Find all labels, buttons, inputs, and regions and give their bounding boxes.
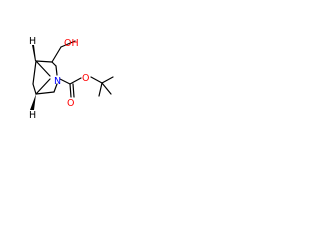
bond: [32, 60, 37, 85]
stereo-bond-top: [32, 45, 36, 61]
bond: [53, 83, 58, 93]
carbonyl-oxygen-label: O: [67, 98, 74, 109]
bond: [35, 60, 53, 63]
bond: [69, 77, 82, 85]
bond: [101, 82, 112, 95]
bond: [59, 78, 71, 85]
molecule-diagram: OH N O O H H: [0, 0, 152, 152]
bond: [60, 40, 76, 48]
bond: [98, 82, 103, 97]
bond: [90, 76, 103, 84]
bond: [72, 83, 75, 98]
hydroxyl-label: OH: [64, 38, 79, 49]
bond: [69, 83, 72, 98]
nitrogen-label: N: [54, 76, 61, 87]
bonds: [32, 40, 114, 98]
bridgehead-h-bottom-label: H: [29, 110, 36, 121]
bond: [35, 78, 51, 95]
structure-canvas: OH N O O H H: [29, 36, 114, 121]
stereo-bond-bottom: [30, 94, 36, 110]
bond: [32, 83, 37, 95]
bond: [101, 76, 114, 84]
bridgehead-h-top-label: H: [29, 36, 36, 47]
bond: [51, 46, 62, 63]
bond: [35, 91, 55, 95]
bond: [35, 60, 51, 77]
bond: [55, 65, 58, 76]
ester-oxygen-label: O: [82, 73, 89, 84]
bond: [51, 61, 57, 67]
